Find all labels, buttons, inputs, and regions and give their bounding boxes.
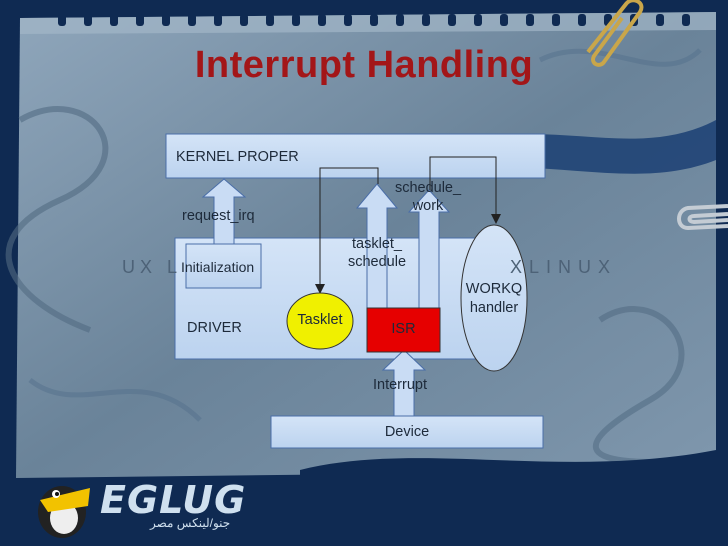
kernel-proper-box [165, 133, 546, 179]
tasklet-node [286, 292, 354, 350]
device-label: Device [384, 424, 430, 440]
tasklet-schedule-arrow [355, 183, 399, 309]
tasklet-schedule-label-2: schedule [347, 254, 407, 270]
paperclip-top-icon [586, 0, 644, 67]
interrupt-arrow [381, 349, 427, 417]
watermark-left: UX L [122, 257, 183, 277]
isr-label: ISR [391, 321, 416, 337]
diagram [165, 133, 546, 449]
kernel-proper-label: KERNEL PROPER [176, 149, 299, 165]
tasklet-schedule-label-1: tasklet_ [352, 236, 402, 252]
watermark-right: XLINUX [510, 257, 618, 277]
workq-label-2: handler [469, 300, 519, 316]
isr-box [366, 307, 441, 353]
schedule-work-label-1: schedule_ [394, 180, 462, 196]
workq-label-1: WORKQ [465, 281, 523, 297]
tasklet-label: Tasklet [297, 312, 343, 328]
driver-label: DRIVER [187, 320, 242, 336]
penguin-icon [38, 486, 90, 538]
paperclip-side-icon [677, 204, 728, 231]
schedule-work-label-2: work [412, 198, 444, 214]
initialization-label: Initialization [181, 259, 255, 275]
eglug-logo-text: EGLUG [100, 478, 247, 522]
eglug-logo-subtitle: جنو/لينكس مصر [150, 516, 231, 530]
request-irq-arrow [201, 178, 247, 245]
schedule-work-arrow [407, 189, 451, 309]
workq-handler-node [460, 224, 528, 372]
request-irq-label: request_irq [182, 208, 255, 224]
interrupt-label: Interrupt [373, 377, 427, 393]
slide-title: Interrupt Handling [194, 44, 534, 86]
